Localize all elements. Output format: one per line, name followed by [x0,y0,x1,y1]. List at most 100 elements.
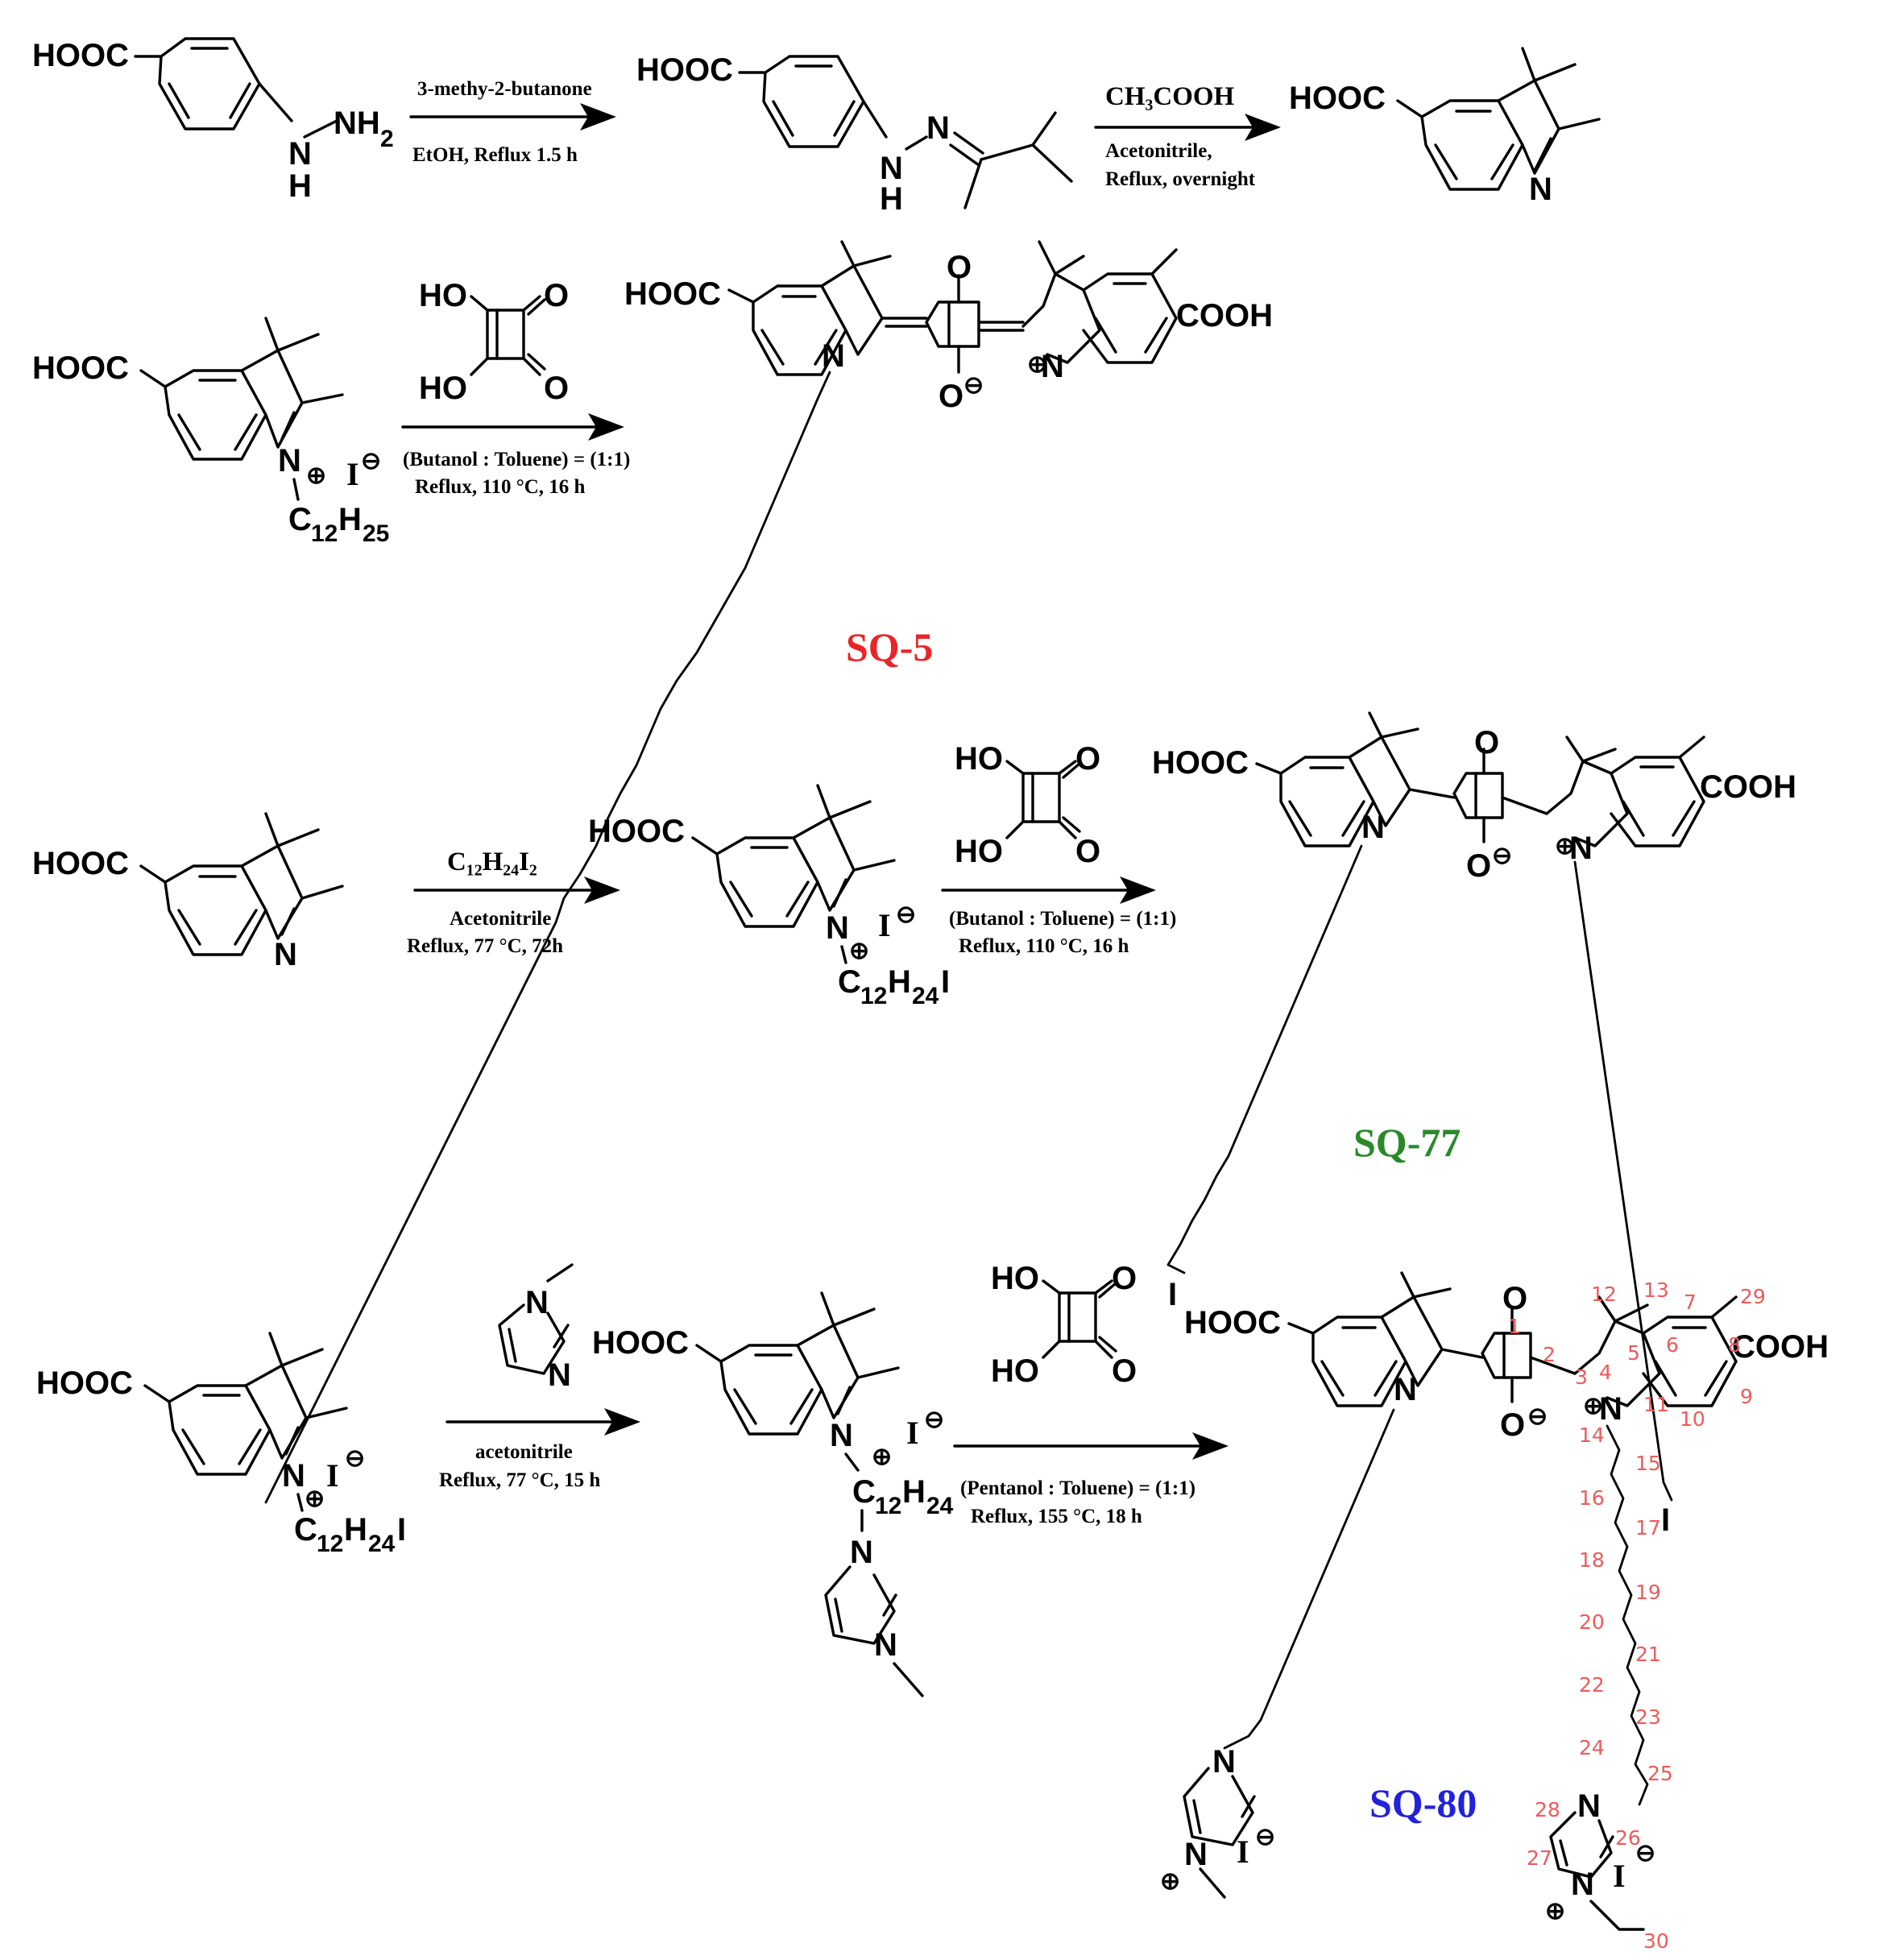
label-o: O [544,371,569,406]
r4-cond-1: Acetonitrile [450,908,551,930]
arrow-r2: CH₃COOH Acetonitrile, Reflux, overnight [1094,82,1281,190]
label-c: C [852,1474,876,1510]
label-minus: ⊖ [1527,1403,1548,1430]
label-hooc: HOOC [36,1365,133,1401]
atom-number: 13 [1643,1278,1669,1302]
atom-number: 17 [1635,1516,1661,1539]
label-n: N [1569,831,1593,866]
atom-number: 7 [1684,1291,1697,1314]
atom-number: 30 [1643,1929,1669,1953]
label-iodine: I [1168,1277,1177,1312]
label-n: N [1529,172,1552,207]
label-c-sub: 12 [311,520,338,547]
label-plus: ⊕ [849,938,869,964]
label-minus: ⊖ [361,448,381,474]
label-cooh: COOH [1700,769,1796,805]
label-h-sub: 24 [368,1531,396,1557]
compound-indolenine-row3: HOOC N [32,812,344,972]
label-n: N [1361,810,1385,845]
atom-number: 25 [1647,1762,1673,1785]
label-hooc: HOOC [1289,81,1386,116]
compound-sq5: HOOC N O O ⊖ ⊕ N COOH [264,240,1273,1504]
atom-number: 1 [1508,1315,1521,1338]
label-o: O [1500,1407,1525,1443]
label-minus: ⊖ [1492,843,1512,869]
label-h: H [902,1474,926,1510]
r6-cond-2: Reflux, 77 °C, 15 h [439,1469,600,1491]
label-o: O [1474,725,1499,760]
label-hooc: HOOC [32,350,129,386]
label-o: O [1112,1353,1137,1389]
label-h: H [338,502,362,537]
label-plus: ⊕ [306,462,326,489]
label-plus: ⊕ [1583,1393,1603,1419]
atom-number: 10 [1680,1407,1705,1431]
label-minus: ⊖ [345,1445,365,1472]
atom-number: 12 [1591,1282,1617,1306]
compound-4-hydrazinobenzoic-acid: HOOC N H NH 2 [32,37,394,204]
r4-cond-2: Reflux, 77 °C, 72h [407,935,563,957]
label-c: C [294,1512,317,1548]
arrow-r1: 3-methy-2-butanone EtOH, Reflux 1.5 h [409,78,616,166]
label-n: N [1394,1372,1417,1407]
compound-sq77: HOOC N O O ⊖ ⊕ N COOH I I [1152,711,1796,1538]
compound-name-sq5: SQ-5 [846,624,933,669]
label-o: O [947,250,972,285]
label-minus: ⊖ [963,372,984,399]
label-iodine: I [1661,1502,1670,1538]
arrow-r3: (Butanol : Toluene) = (1:1) Reflux, 110 … [401,413,630,498]
label-oh: HO [419,371,467,406]
label-c-sub: 12 [875,1493,901,1519]
atom-number: 2 [1543,1343,1556,1366]
label-oh: HO [955,741,1003,777]
r7-cond-2: Reflux, 155 °C, 18 h [971,1506,1142,1527]
atom-number: 9 [1740,1385,1753,1408]
atom-number-labels: 1 2 3 4 5 6 7 8 9 10 11 12 13 14 15 16 1… [1508,1278,1766,1953]
label-plus: ⊕ [1555,833,1575,860]
methylimidazole: N N [498,1263,574,1393]
r1-conditions: EtOH, Reflux 1.5 h [412,144,578,166]
r4-reagent: C₁₂H₂₄I₂ [447,847,537,876]
label-c: C [838,964,861,1000]
label-n: N [1599,1391,1622,1427]
label-n: N [548,1357,571,1393]
atom-number: 5 [1627,1341,1640,1365]
label-n: N [1571,1867,1594,1902]
compound-indolium-c12h24i: HOOC N ⊕ I ⊖ C 12 H 24 I [588,784,950,1009]
r5-cond-2: Reflux, 110 °C, 16 h [959,935,1129,957]
label-n: N [1184,1837,1208,1872]
label-iodide: I [346,456,359,492]
label-iodide: I [1237,1834,1249,1870]
label-n: N [282,1458,305,1494]
r6-cond-1: acetonitrile [475,1441,573,1463]
arrow-r5: (Butanol : Toluene) = (1:1) Reflux, 110 … [941,876,1176,957]
label-h: H [344,1512,367,1548]
compound-hydrazone: HOOC N H N [636,52,1073,217]
label-n: N [850,1535,873,1570]
label-c-sub: 12 [860,983,887,1009]
label-c-sub: 12 [317,1531,343,1557]
label-h: H [888,964,911,1000]
label-o: O [544,278,569,313]
label-plus: ⊕ [1160,1868,1180,1895]
squaric-acid-2: HO O HO O [955,741,1100,869]
label-o: O [1075,741,1100,777]
atom-number: 18 [1579,1548,1605,1572]
r1-reagent: 3-methy-2-butanone [417,78,592,100]
label-n: N [1212,1744,1236,1780]
label-hooc: HOOC [1184,1305,1281,1341]
atom-number: 16 [1579,1486,1605,1510]
arrow-r7: (Pentanol : Toluene) = (1:1) Reflux, 155… [953,1432,1229,1527]
compound-indolium-c12h24i-row4: HOOC N ⊕ I ⊖ C 12 H 24 I [36,1332,406,1557]
label-o: O [938,379,963,414]
compound-indolenine: HOOC N [1289,47,1601,207]
label-o: O [1466,848,1491,884]
label-hooc: HOOC [32,38,129,73]
compound-indolium-c12h25: HOOC N ⊕ I ⊖ C 12 H 25 [32,317,389,547]
atom-number: 11 [1643,1393,1669,1416]
label-n: N [830,1418,853,1453]
atom-number: 21 [1635,1643,1661,1666]
atom-number: 6 [1666,1333,1679,1357]
